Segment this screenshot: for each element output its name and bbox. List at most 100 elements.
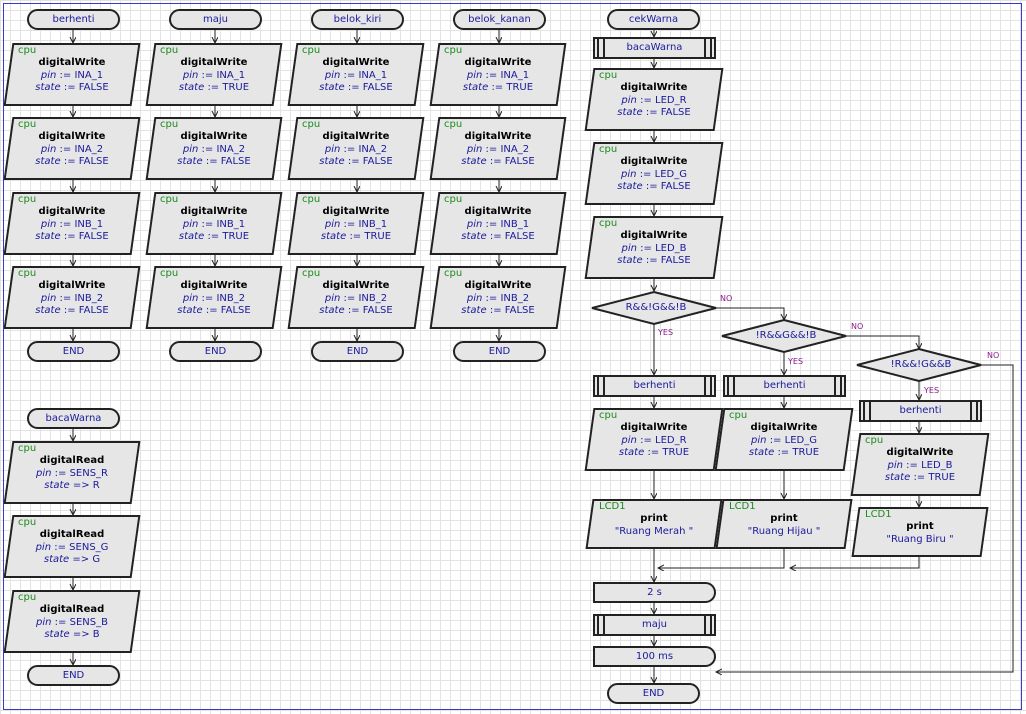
param-line: pin := INB_1 bbox=[182, 218, 246, 230]
function-name: digitalWrite bbox=[620, 230, 688, 241]
io-block[interactable]: cpu digitalWrite pin := INB_1 state := F… bbox=[429, 192, 567, 255]
connector-arrow bbox=[716, 364, 1014, 672]
terminal-start[interactable]: berhenti bbox=[27, 9, 120, 30]
decision-condition[interactable]: !R&&!G&&B bbox=[890, 359, 952, 370]
io-block[interactable]: cpu digitalWrite pin := LED_R state := F… bbox=[584, 68, 724, 131]
function-name: digitalWrite bbox=[464, 280, 532, 291]
subroutine-call[interactable]: bacaWarna bbox=[593, 37, 716, 59]
param-line: pin := INA_2 bbox=[40, 143, 104, 155]
delay-block[interactable]: 100 ms bbox=[593, 646, 716, 667]
terminal-start[interactable]: maju bbox=[169, 9, 262, 30]
param-line: state => R bbox=[44, 480, 100, 491]
io-block[interactable]: cpu digitalWrite pin := INA_2 state := F… bbox=[3, 117, 141, 180]
param-line: state := FALSE bbox=[461, 231, 535, 242]
param-line: state := FALSE bbox=[461, 305, 535, 316]
device-label: cpu bbox=[160, 194, 179, 205]
param-line: state := FALSE bbox=[319, 156, 393, 167]
io-block[interactable]: cpu digitalRead pin := SENS_R state => R bbox=[3, 441, 141, 504]
param-line: state := FALSE bbox=[35, 82, 109, 93]
connector-arrow bbox=[846, 335, 919, 349]
io-block[interactable]: cpu digitalRead pin := SENS_B state => B bbox=[3, 590, 141, 653]
device-label: cpu bbox=[160, 119, 179, 130]
io-block[interactable]: cpu digitalWrite pin := INA_1 state := T… bbox=[429, 43, 567, 106]
param-line: state := FALSE bbox=[35, 156, 109, 167]
function-name: print bbox=[640, 513, 668, 524]
param-line: pin := SENS_B bbox=[36, 616, 108, 628]
io-block[interactable]: cpu digitalWrite pin := INA_1 state := F… bbox=[287, 43, 425, 106]
device-label: cpu bbox=[18, 194, 37, 205]
subroutine-call[interactable]: maju bbox=[593, 614, 716, 636]
param-line: pin := LED_B bbox=[887, 459, 953, 471]
param-line: state := TRUE bbox=[462, 82, 534, 93]
param-line: pin := INA_1 bbox=[466, 69, 530, 81]
device-label: cpu bbox=[18, 45, 37, 56]
device-label: cpu bbox=[18, 517, 37, 528]
param-line: pin := INA_1 bbox=[40, 69, 104, 81]
terminal-end[interactable]: END bbox=[453, 341, 546, 362]
function-name: digitalWrite bbox=[322, 131, 390, 142]
terminal-end[interactable]: END bbox=[311, 341, 404, 362]
terminal-start[interactable]: cekWarna bbox=[607, 9, 700, 30]
io-block[interactable]: cpu digitalRead pin := SENS_G state => G bbox=[3, 515, 141, 578]
io-block[interactable]: cpu digitalWrite pin := INB_2 state := F… bbox=[3, 266, 141, 329]
io-block[interactable]: cpu digitalWrite pin := INB_1 state := T… bbox=[287, 192, 425, 255]
device-label: cpu bbox=[18, 268, 37, 279]
io-block[interactable]: cpu digitalWrite pin := LED_G state := F… bbox=[584, 142, 724, 205]
function-name: digitalWrite bbox=[750, 422, 818, 433]
io-block[interactable]: cpu digitalWrite pin := LED_G state := T… bbox=[714, 408, 854, 471]
print-text: "Ruang Biru " bbox=[886, 533, 954, 545]
param-line: pin := INB_2 bbox=[466, 292, 530, 304]
io-block[interactable]: cpu digitalWrite pin := INB_1 state := T… bbox=[145, 192, 283, 255]
io-block[interactable]: cpu digitalWrite pin := LED_B state := T… bbox=[850, 433, 990, 496]
delay-block[interactable]: 2 s bbox=[593, 582, 716, 603]
io-block[interactable]: cpu digitalWrite pin := INA_2 state := F… bbox=[145, 117, 283, 180]
param-line: state := TRUE bbox=[748, 447, 820, 458]
terminal-end[interactable]: END bbox=[607, 683, 700, 704]
terminal-end[interactable]: END bbox=[27, 665, 120, 686]
param-line: pin := LED_R bbox=[621, 94, 687, 106]
param-line: pin := INA_1 bbox=[324, 69, 388, 81]
device-label: cpu bbox=[18, 443, 37, 454]
io-block[interactable]: cpu digitalWrite pin := INA_1 state := F… bbox=[3, 43, 141, 106]
terminal-start[interactable]: belok_kanan bbox=[453, 9, 546, 30]
device-label: cpu bbox=[444, 119, 463, 130]
lcd-print-block[interactable]: LCD1 print "Ruang Biru " bbox=[851, 507, 989, 557]
terminal-end[interactable]: END bbox=[27, 341, 120, 362]
io-block[interactable]: cpu digitalWrite pin := LED_B state := F… bbox=[584, 216, 724, 279]
subroutine-call[interactable]: berhenti bbox=[593, 375, 716, 397]
function-name: digitalWrite bbox=[180, 206, 248, 217]
device-label: cpu bbox=[444, 268, 463, 279]
param-line: state => G bbox=[43, 554, 101, 565]
io-block[interactable]: cpu digitalWrite pin := INB_2 state := F… bbox=[287, 266, 425, 329]
device-label: cpu bbox=[18, 592, 37, 603]
io-block[interactable]: cpu digitalWrite pin := INA_1 state := T… bbox=[145, 43, 283, 106]
function-name: digitalWrite bbox=[620, 422, 688, 433]
io-block[interactable]: cpu digitalWrite pin := INB_2 state := F… bbox=[145, 266, 283, 329]
io-block[interactable]: cpu digitalWrite pin := INB_1 state := F… bbox=[3, 192, 141, 255]
param-line: state := FALSE bbox=[177, 156, 251, 167]
function-name: print bbox=[770, 513, 798, 524]
subroutine-call[interactable]: berhenti bbox=[723, 375, 846, 397]
terminal-start[interactable]: belok_kiri bbox=[311, 9, 404, 30]
io-block[interactable]: cpu digitalWrite pin := INB_2 state := F… bbox=[429, 266, 567, 329]
subroutine-call[interactable]: berhenti bbox=[859, 400, 982, 422]
param-line: state := FALSE bbox=[617, 255, 691, 266]
function-name: digitalWrite bbox=[620, 156, 688, 167]
lcd-print-block[interactable]: LCD1 print "Ruang Hijau " bbox=[715, 499, 853, 549]
param-line: pin := SENS_G bbox=[35, 541, 109, 553]
param-line: state => B bbox=[44, 629, 100, 640]
decision-condition[interactable]: !R&&G&&!B bbox=[755, 330, 817, 341]
terminal-start[interactable]: bacaWarna bbox=[27, 408, 120, 429]
io-block[interactable]: cpu digitalWrite pin := LED_R state := T… bbox=[584, 408, 724, 471]
io-block[interactable]: cpu digitalWrite pin := INA_2 state := F… bbox=[429, 117, 567, 180]
function-name: digitalWrite bbox=[620, 82, 688, 93]
lcd-print-block[interactable]: LCD1 print "Ruang Merah " bbox=[585, 499, 723, 549]
decision-condition[interactable]: R&&!G&&!B bbox=[625, 302, 687, 313]
function-name: digitalWrite bbox=[38, 280, 106, 291]
param-line: state := FALSE bbox=[35, 305, 109, 316]
terminal-end[interactable]: END bbox=[169, 341, 262, 362]
function-name: digitalRead bbox=[39, 604, 105, 615]
device-label: cpu bbox=[599, 218, 618, 229]
io-block[interactable]: cpu digitalWrite pin := INA_2 state := F… bbox=[287, 117, 425, 180]
